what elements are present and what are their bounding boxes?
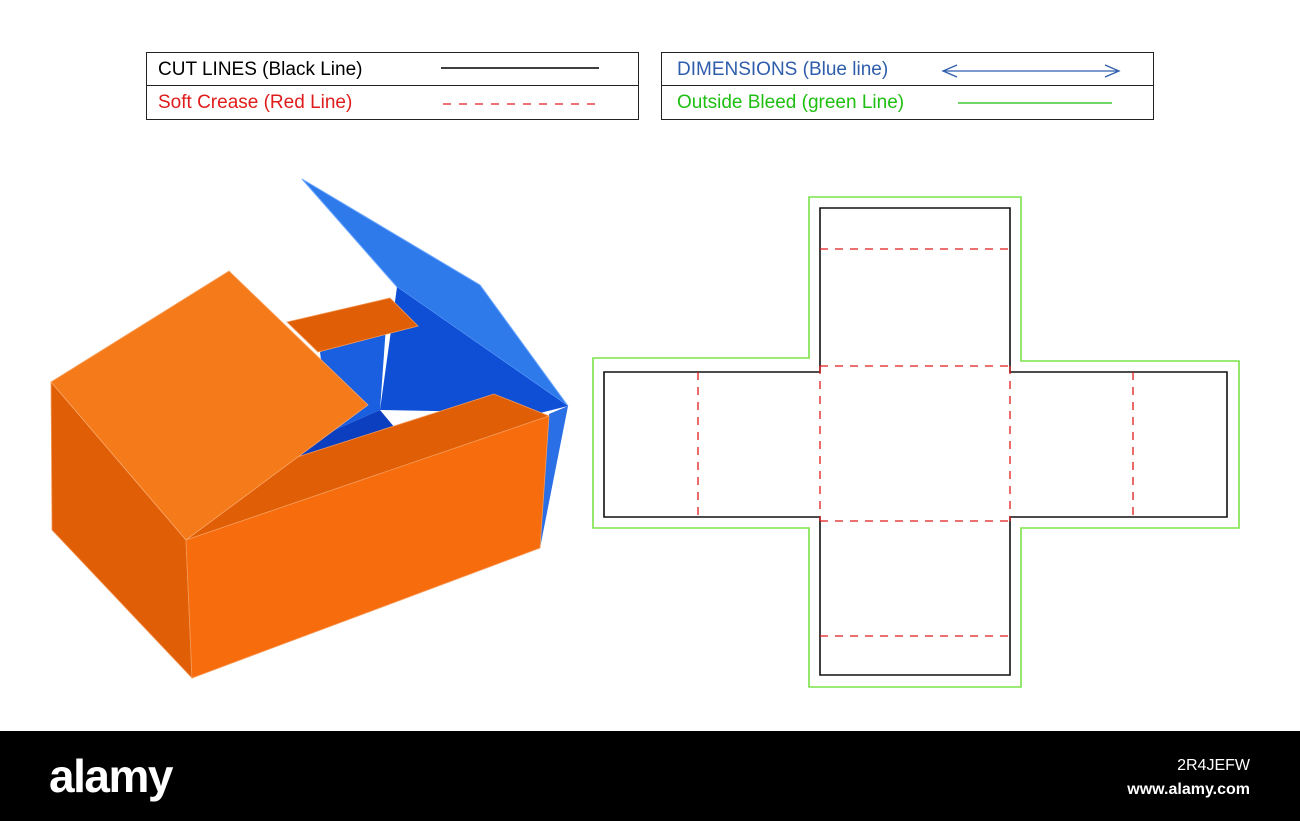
alamy-logo: alamy: [49, 750, 173, 802]
box-blue-inner-wall: [380, 287, 568, 413]
dimension-arrow-sample: [941, 64, 1121, 78]
box-front-face: [185, 415, 550, 679]
cut-lines-label: CUT LINES (Black Line): [158, 59, 363, 80]
box-3d-illustration: [50, 178, 569, 680]
bleed-outline: [592, 196, 1240, 688]
legend-row-cut-lines: CUT LINES (Black Line): [147, 53, 638, 86]
legend-right-table: DIMENSIONS (Blue line) Outside Bleed (gr…: [661, 52, 1154, 120]
watermark-footer: alamy 2R4JEFW www.alamy.com: [0, 731, 1300, 821]
legend-row-dimensions: DIMENSIONS (Blue line): [662, 53, 1153, 86]
cut-line-sample: [441, 67, 599, 69]
box-blue-side-tab: [540, 406, 568, 548]
soft-crease-sample: [443, 103, 599, 105]
box-top-lid: [50, 270, 369, 541]
outside-bleed-label: Outside Bleed (green Line): [677, 92, 905, 113]
dieline: [592, 196, 1240, 688]
box-blue-inner-floor: [290, 410, 395, 462]
soft-crease-label: Soft Crease (Red Line): [158, 92, 353, 113]
box-orange-inner-flap: [286, 297, 419, 353]
dimensions-label: DIMENSIONS (Blue line): [677, 59, 889, 80]
cut-outline: [603, 207, 1228, 676]
legend-row-soft-crease: Soft Crease (Red Line): [147, 86, 638, 119]
outside-bleed-sample: [958, 102, 1112, 104]
crease-lines: [697, 248, 1134, 637]
legend-row-outside-bleed: Outside Bleed (green Line): [662, 86, 1153, 119]
diagram-canvas: [50, 178, 1240, 688]
site-url: www.alamy.com: [1127, 781, 1250, 798]
legend-left-table: CUT LINES (Black Line) Soft Crease (Red …: [146, 52, 639, 120]
image-id: 2R4JEFW: [1177, 757, 1250, 774]
